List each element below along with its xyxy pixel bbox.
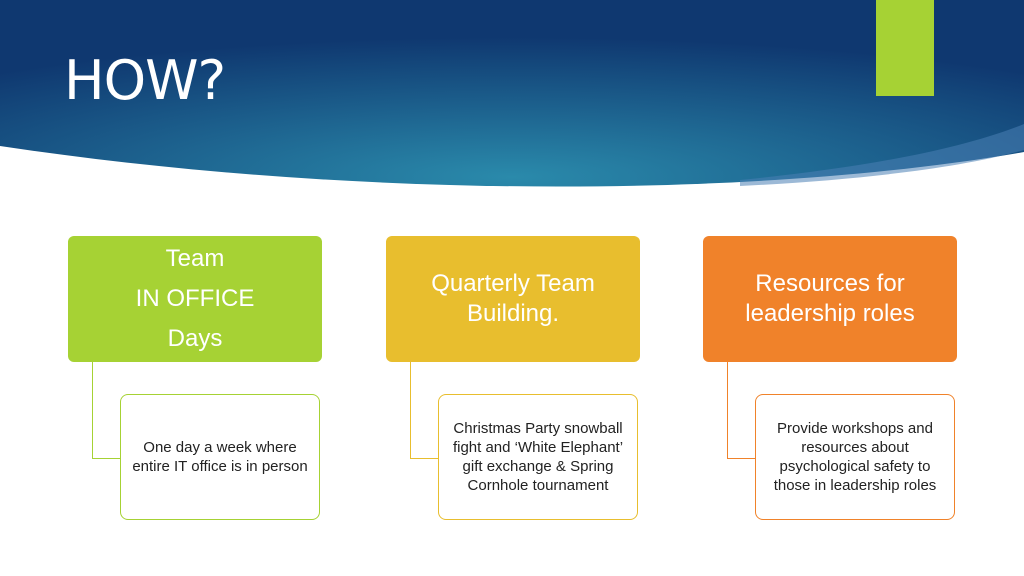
main-box-team-building: Quarterly Team Building.: [386, 236, 640, 362]
main-box-line: IN OFFICE: [135, 285, 255, 312]
detail-box-team-building: Christmas Party snowball fight and ‘Whit…: [438, 394, 638, 520]
main-box-text: Resources for leadership roles: [745, 270, 915, 327]
column-office-days: Team IN OFFICE Days One day a week where…: [68, 236, 322, 526]
detail-box-office-days: One day a week where entire IT office is…: [120, 394, 320, 520]
detail-text: One day a week where entire IT office is…: [132, 439, 308, 475]
detail-text: Provide workshops and resources about ps…: [773, 420, 937, 494]
accent-bar: [876, 0, 934, 96]
connector-line: [92, 362, 123, 459]
main-box-text: Quarterly Team Building.: [431, 270, 595, 327]
slide-title: HOW?: [64, 49, 226, 112]
main-box-line: Team: [165, 245, 225, 272]
detail-box-leadership: Provide workshops and resources about ps…: [755, 394, 955, 520]
header-banner: [0, 0, 1024, 200]
detail-text: Christmas Party snowball fight and ‘Whit…: [452, 420, 624, 494]
connector-line: [727, 362, 758, 459]
connector-line: [410, 362, 441, 459]
main-box-leadership: Resources for leadership roles: [703, 236, 957, 362]
header-background: [0, 0, 1024, 187]
header-wave-highlight: [740, 124, 1024, 186]
main-box-office-days: Team IN OFFICE Days: [68, 236, 322, 362]
column-team-building: Quarterly Team Building. Christmas Party…: [386, 236, 640, 526]
column-leadership: Resources for leadership roles Provide w…: [703, 236, 957, 526]
header-wave: [0, 0, 1024, 187]
main-box-line: Days: [167, 325, 223, 352]
